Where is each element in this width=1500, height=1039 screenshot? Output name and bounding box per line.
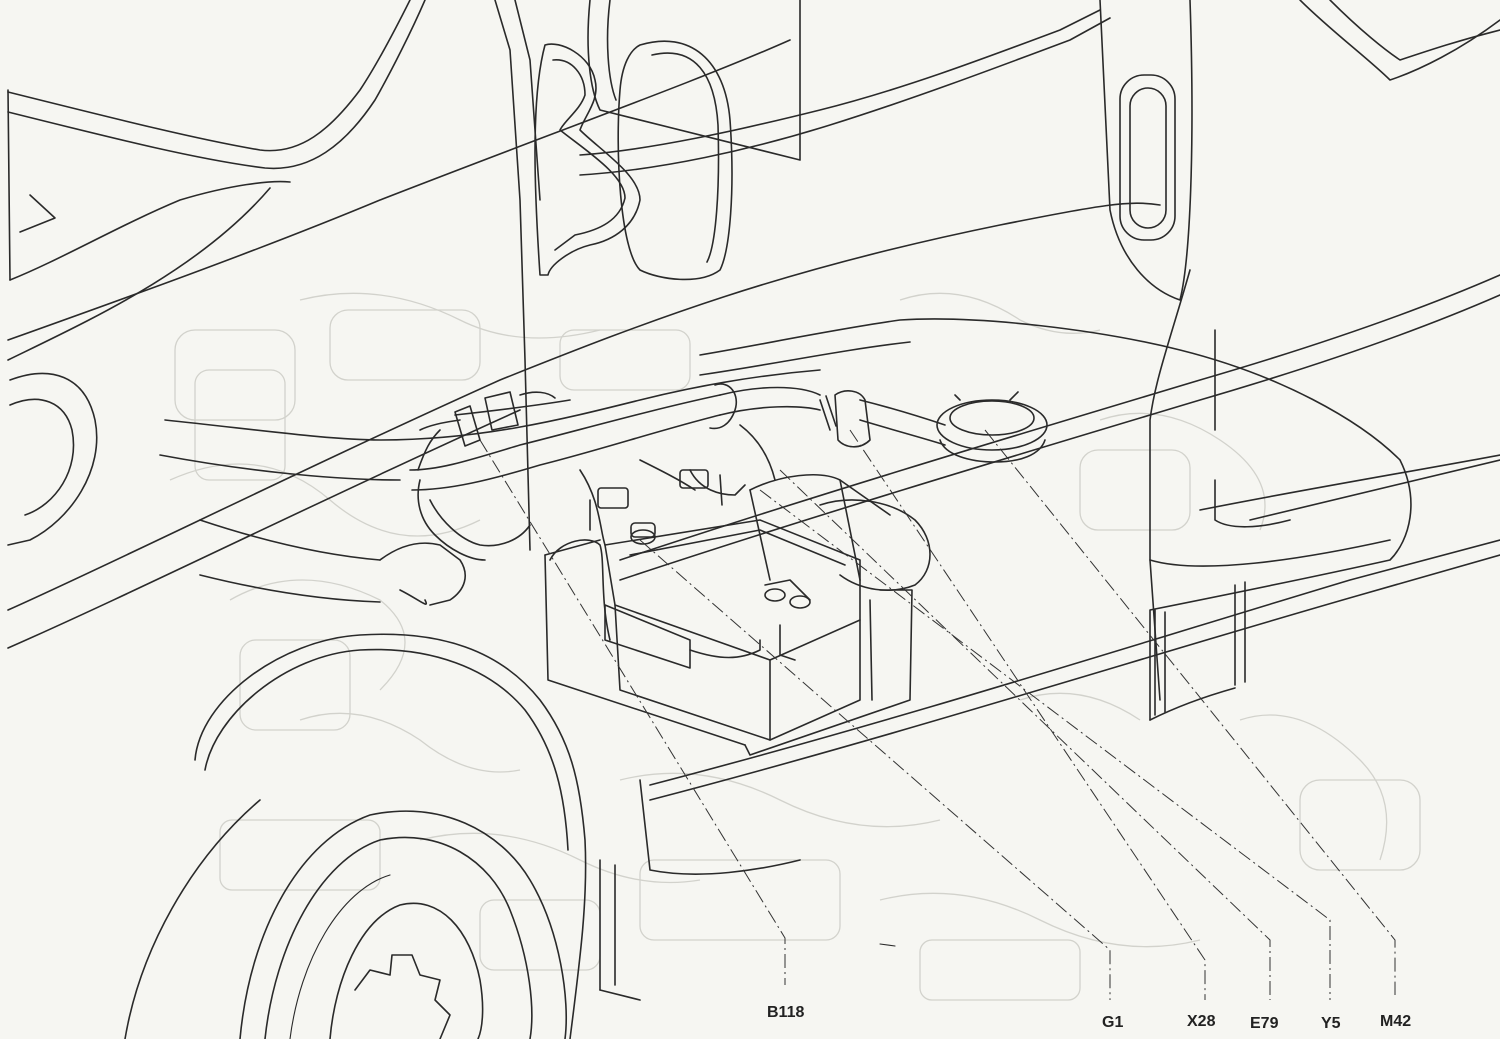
chassis-frame [159, 274, 1500, 875]
lower-sill [599, 859, 896, 1001]
door-handle [1119, 74, 1176, 241]
side-mirror [534, 40, 733, 281]
label-e79: E79 [1250, 1015, 1279, 1032]
vehicle-body-outline [7, 0, 1500, 701]
callout-labels: B118 G1 X28 E79 Y5 M42 [767, 1004, 1411, 1032]
battery [604, 519, 861, 741]
show-through-background [169, 292, 1421, 1001]
front-wheel [124, 633, 587, 1039]
label-y5: Y5 [1321, 1015, 1341, 1032]
label-m42: M42 [1380, 1013, 1411, 1030]
small-brackets [589, 469, 723, 531]
connector-b118 [454, 391, 556, 447]
label-g1: G1 [1102, 1014, 1123, 1031]
leader-lines [479, 429, 1396, 1000]
charcoal-canister [739, 424, 931, 591]
label-x28: X28 [1187, 1013, 1216, 1030]
fuel-tank [699, 318, 1412, 721]
label-b118: B118 [767, 1004, 804, 1021]
wiring-harness [199, 383, 946, 641]
battery-tray [544, 539, 913, 756]
connector-x28 [819, 390, 871, 448]
